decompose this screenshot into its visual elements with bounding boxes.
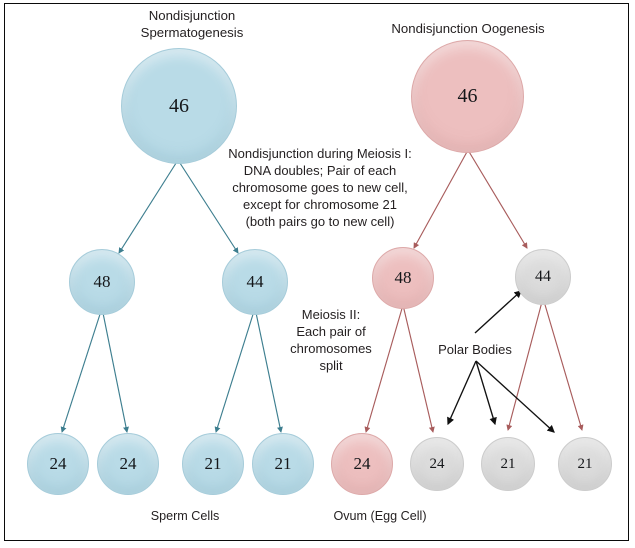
cell-value: 21 bbox=[274, 454, 292, 473]
cell-value: 48 bbox=[394, 268, 412, 287]
arrow-polar-to-21b bbox=[475, 360, 555, 433]
arrow-sperm-parent-to-44 bbox=[177, 159, 239, 254]
arrow-polar-to-44 bbox=[474, 290, 522, 334]
cell-value: 46 bbox=[169, 94, 189, 117]
arrow-sperm-44-to-21b bbox=[254, 307, 283, 433]
arrow-oocyte-48-to-ovum24 bbox=[364, 304, 404, 433]
cell-oocyte-meiosis1-48[interactable]: 48 bbox=[372, 247, 434, 309]
cell-sperm-meiosis2-21b[interactable]: 21 bbox=[252, 433, 314, 495]
cell-value: 21 bbox=[204, 454, 222, 473]
arrow-group-oocyte-meiosis1 bbox=[413, 149, 528, 249]
arrow-group-polar-bodies bbox=[447, 290, 555, 433]
label-polar-bodies: Polar Bodies bbox=[438, 342, 512, 357]
label-sperm-cells: Sperm Cells bbox=[150, 509, 220, 523]
arrow-sperm-48-to-24b bbox=[101, 307, 129, 433]
arrow-group-sperm-meiosis2 bbox=[60, 307, 283, 433]
title-spermatogenesis: Nondisjunction Spermatogenesis bbox=[140, 8, 244, 41]
arrow-oocyte-44-to-polar21a bbox=[506, 297, 544, 431]
arrow-sperm-parent-to-48 bbox=[118, 159, 179, 254]
cell-ovum-24[interactable]: 24 bbox=[331, 433, 393, 495]
cell-value: 44 bbox=[246, 272, 264, 291]
cell-value: 24 bbox=[49, 454, 67, 473]
title-oogenesis: Nondisjunction Oogenesis bbox=[391, 21, 545, 36]
arrow-sperm-44-to-21a bbox=[214, 307, 256, 433]
cell-polar-body-21a[interactable]: 21 bbox=[481, 437, 535, 491]
cell-value: 24 bbox=[119, 454, 137, 473]
cell-sperm-meiosis1-44[interactable]: 44 bbox=[222, 249, 288, 315]
cell-value: 44 bbox=[535, 268, 551, 285]
cell-sperm-meiosis2-21a[interactable]: 21 bbox=[182, 433, 244, 495]
label-ovum: Ovum (Egg Cell) bbox=[333, 509, 427, 523]
arrow-polar-to-24 bbox=[447, 360, 477, 426]
arrow-sperm-48-to-24a bbox=[60, 307, 103, 433]
arrow-group-oocyte-meiosis2 bbox=[364, 297, 584, 433]
cell-sperm-parent-46[interactable]: 46 bbox=[121, 48, 237, 164]
cell-polar-body-24[interactable]: 24 bbox=[410, 437, 464, 491]
cell-oocyte-meiosis1-44-polar[interactable]: 44 bbox=[515, 249, 571, 305]
cell-value: 24 bbox=[353, 454, 371, 473]
cell-oocyte-parent-46[interactable]: 46 bbox=[411, 40, 524, 153]
cell-sperm-meiosis2-24a[interactable]: 24 bbox=[27, 433, 89, 495]
cell-polar-body-21b[interactable]: 21 bbox=[558, 437, 612, 491]
note-meiosis-two: Meiosis II: Each pair of chromosomes spl… bbox=[290, 307, 372, 373]
arrow-oocyte-44-to-polar21b bbox=[542, 297, 584, 431]
arrow-oocyte-48-to-polar24 bbox=[402, 304, 435, 433]
cell-sperm-meiosis2-24b[interactable]: 24 bbox=[97, 433, 159, 495]
cell-value: 21 bbox=[577, 455, 593, 472]
cell-value: 21 bbox=[500, 455, 516, 472]
cell-value: 48 bbox=[93, 272, 111, 291]
cell-value: 24 bbox=[429, 455, 445, 472]
arrow-polar-to-21a bbox=[475, 360, 497, 426]
arrow-group-sperm-meiosis1 bbox=[118, 159, 239, 254]
arrow-oocyte-parent-to-48 bbox=[413, 149, 469, 249]
arrow-oocyte-parent-to-44 bbox=[467, 149, 528, 249]
note-meiosis-one: Nondisjunction during Meiosis I: DNA dou… bbox=[228, 146, 412, 229]
cell-sperm-meiosis1-48[interactable]: 48 bbox=[69, 249, 135, 315]
cell-value: 46 bbox=[457, 85, 478, 107]
